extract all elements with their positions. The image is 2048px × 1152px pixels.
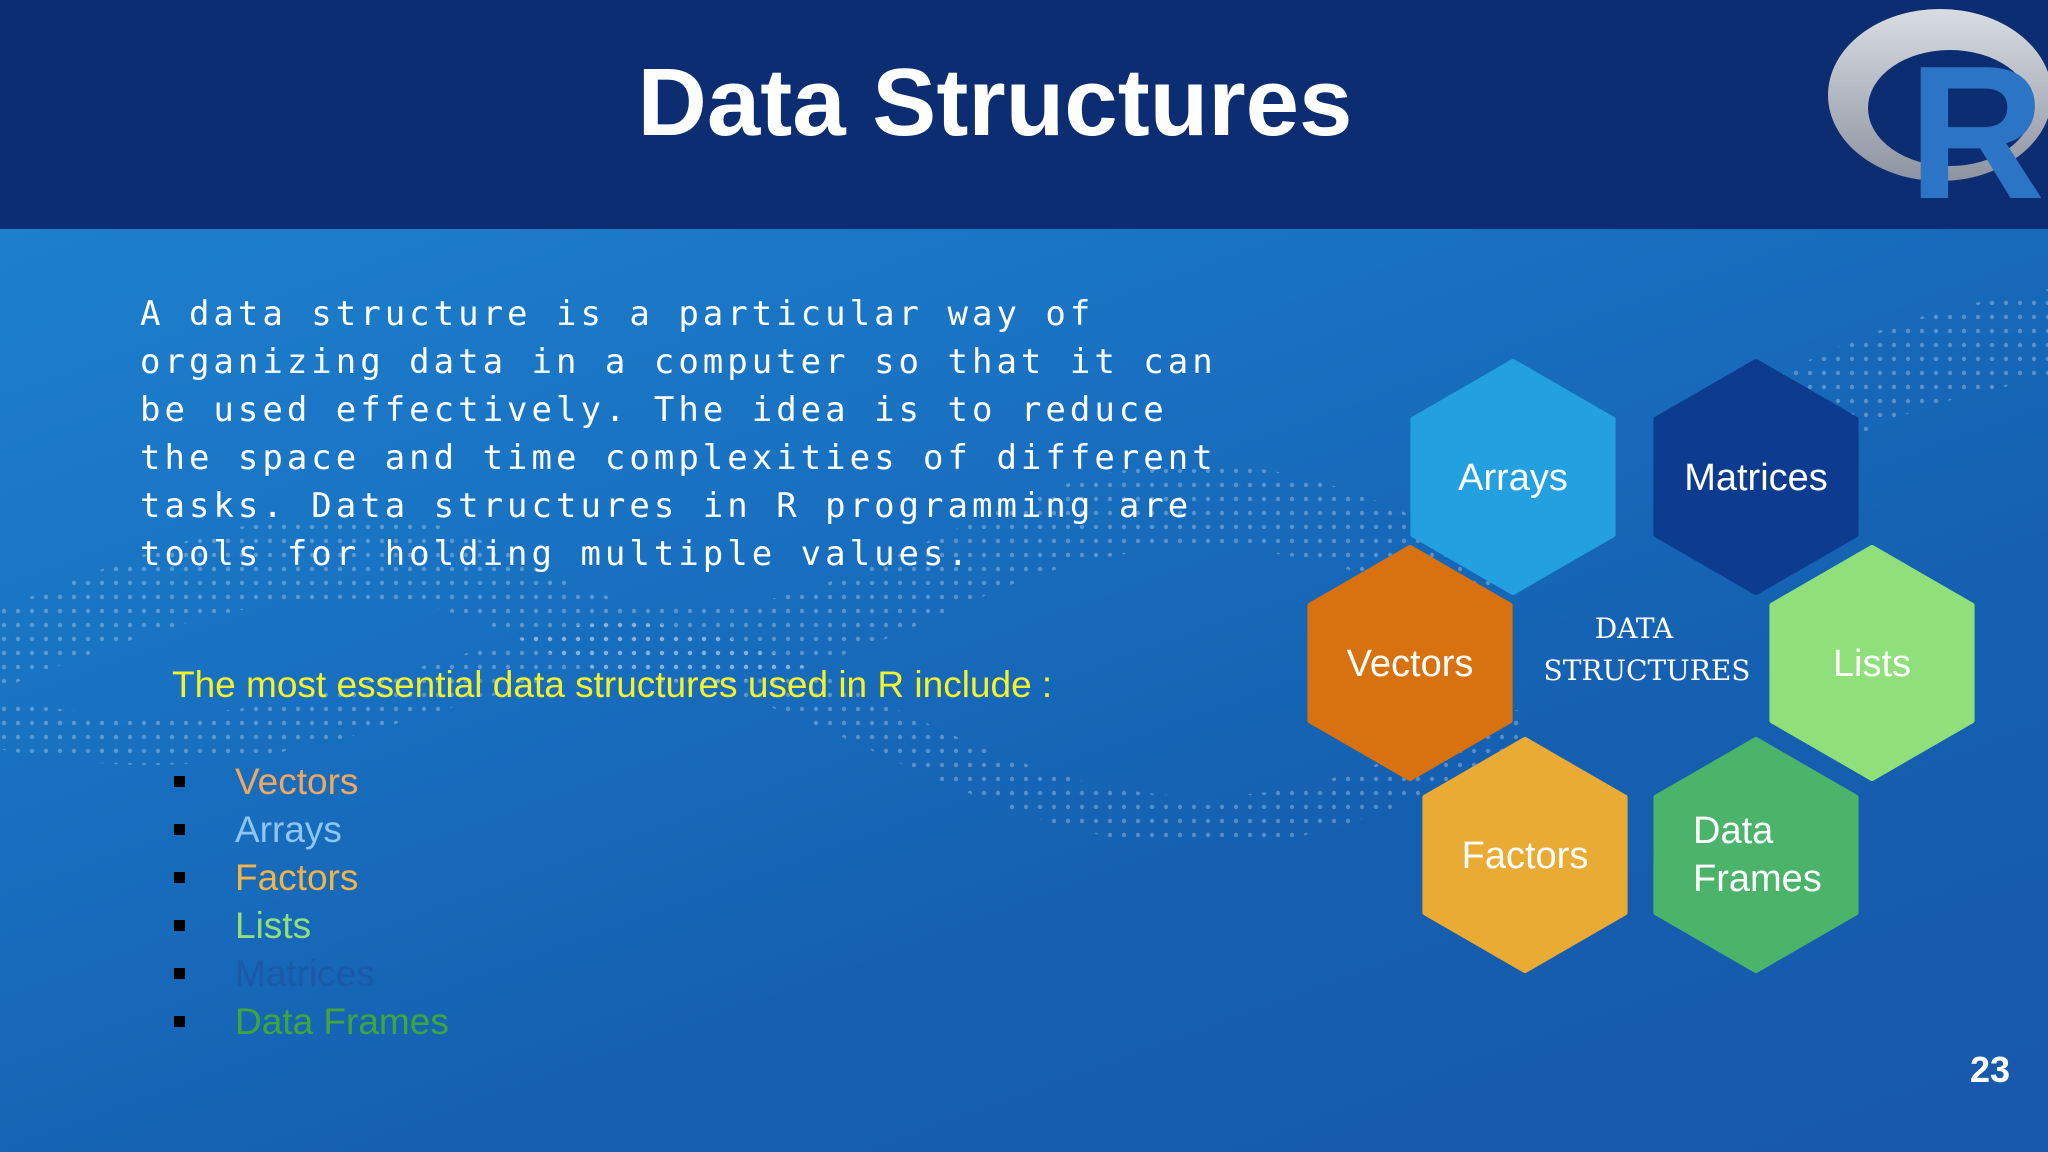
bullet-icon xyxy=(174,968,185,979)
r-logo-icon: R xyxy=(1828,9,2048,229)
diagram-center-label: DATA STRUCTURES xyxy=(1544,612,1751,687)
hexagon-factors: Factors xyxy=(1422,737,1628,973)
bullet-icon xyxy=(174,872,185,883)
slide-title: Data Structures xyxy=(637,49,1353,156)
list-item: Lists xyxy=(172,902,449,950)
page-number: 23 xyxy=(1969,1049,2010,1090)
hexagon-shape xyxy=(1653,359,1859,595)
lead-text: The most essential data structures used … xyxy=(172,664,1053,705)
list-item: Arrays xyxy=(172,806,449,854)
hexagon-label: Matrices xyxy=(1684,457,1828,499)
bullet-list: Vectors Arrays Factors Lists Matrices Da… xyxy=(172,758,449,1046)
hexagon-shape xyxy=(1410,359,1616,595)
hexagon-label: Lists xyxy=(1833,643,1911,685)
hexagon-label: Arrays xyxy=(1458,457,1568,499)
list-item-label: Matrices xyxy=(235,953,375,994)
bullet-icon xyxy=(174,1016,185,1027)
hexagon-lists: Lists xyxy=(1769,545,1975,781)
hexagon-shape xyxy=(1307,545,1513,781)
list-item-label: Lists xyxy=(235,905,312,946)
hexagon-vectors: Vectors xyxy=(1307,545,1513,781)
intro-paragraph: A data structure is a particular way of … xyxy=(140,294,1217,574)
list-item-label: Vectors xyxy=(235,761,359,802)
list-item: Matrices xyxy=(172,950,449,998)
hexagon-label: Vectors xyxy=(1347,643,1474,685)
center-label-line: STRUCTURES xyxy=(1544,654,1751,687)
hexagon-arrays: Arrays xyxy=(1410,359,1616,595)
list-item-label: Factors xyxy=(235,857,359,898)
list-item-label: Arrays xyxy=(235,809,342,850)
hexagon-matrices: Matrices xyxy=(1653,359,1859,595)
hexagon-shape xyxy=(1422,737,1628,973)
list-item: Factors xyxy=(172,854,449,902)
list-item-label: Data Frames xyxy=(235,1001,449,1042)
hexagon-shape xyxy=(1653,737,1859,973)
svg-text:R: R xyxy=(1908,27,2045,229)
hexagon-label: Factors xyxy=(1462,835,1589,877)
bullet-icon xyxy=(174,824,185,835)
bullet-icon xyxy=(174,920,185,931)
bullet-icon xyxy=(174,776,185,787)
hexagon-shape xyxy=(1769,545,1975,781)
list-item: Data Frames xyxy=(172,998,449,1046)
center-label-line: DATA xyxy=(1595,612,1674,645)
title-bar: Data Structures R xyxy=(0,0,2048,229)
list-item: Vectors xyxy=(172,758,449,806)
